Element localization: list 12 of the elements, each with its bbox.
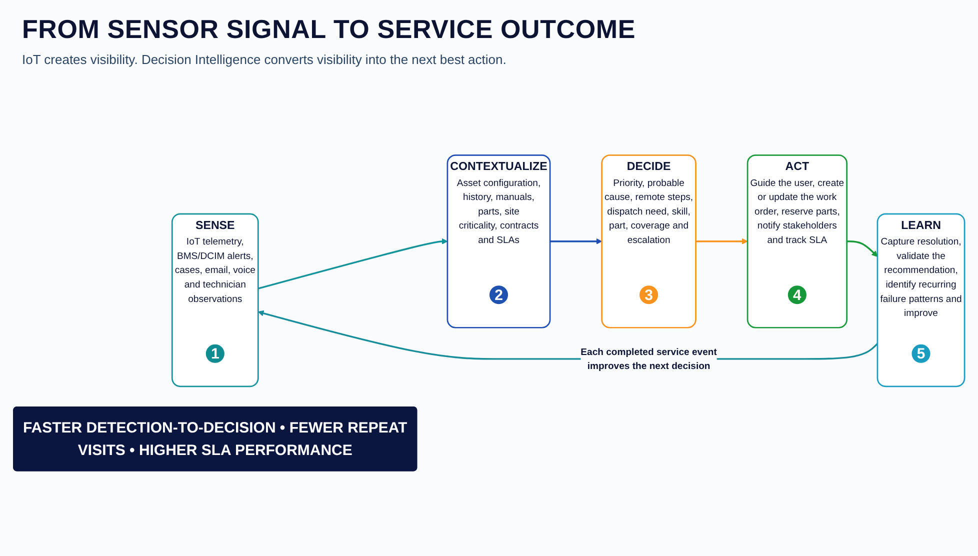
arrow — [696, 238, 748, 244]
subtitle: IoT creates visibility. Decision Intelligence converts visibility into the next best action. — [22, 52, 506, 67]
node-circle: 4 — [788, 286, 806, 304]
node-circle: 3 — [640, 286, 658, 304]
node-circle: 5 — [912, 344, 930, 363]
arrow — [550, 238, 602, 244]
arrow — [846, 240, 878, 257]
arrow — [258, 238, 448, 290]
node-circle: 2 — [489, 286, 508, 304]
edge-label: Each completed service event improves the next decision — [580, 346, 717, 372]
title: FROM SENSOR SIGNAL TO SERVICE OUTCOME — [22, 14, 636, 45]
node-circle: 1 — [206, 344, 224, 363]
